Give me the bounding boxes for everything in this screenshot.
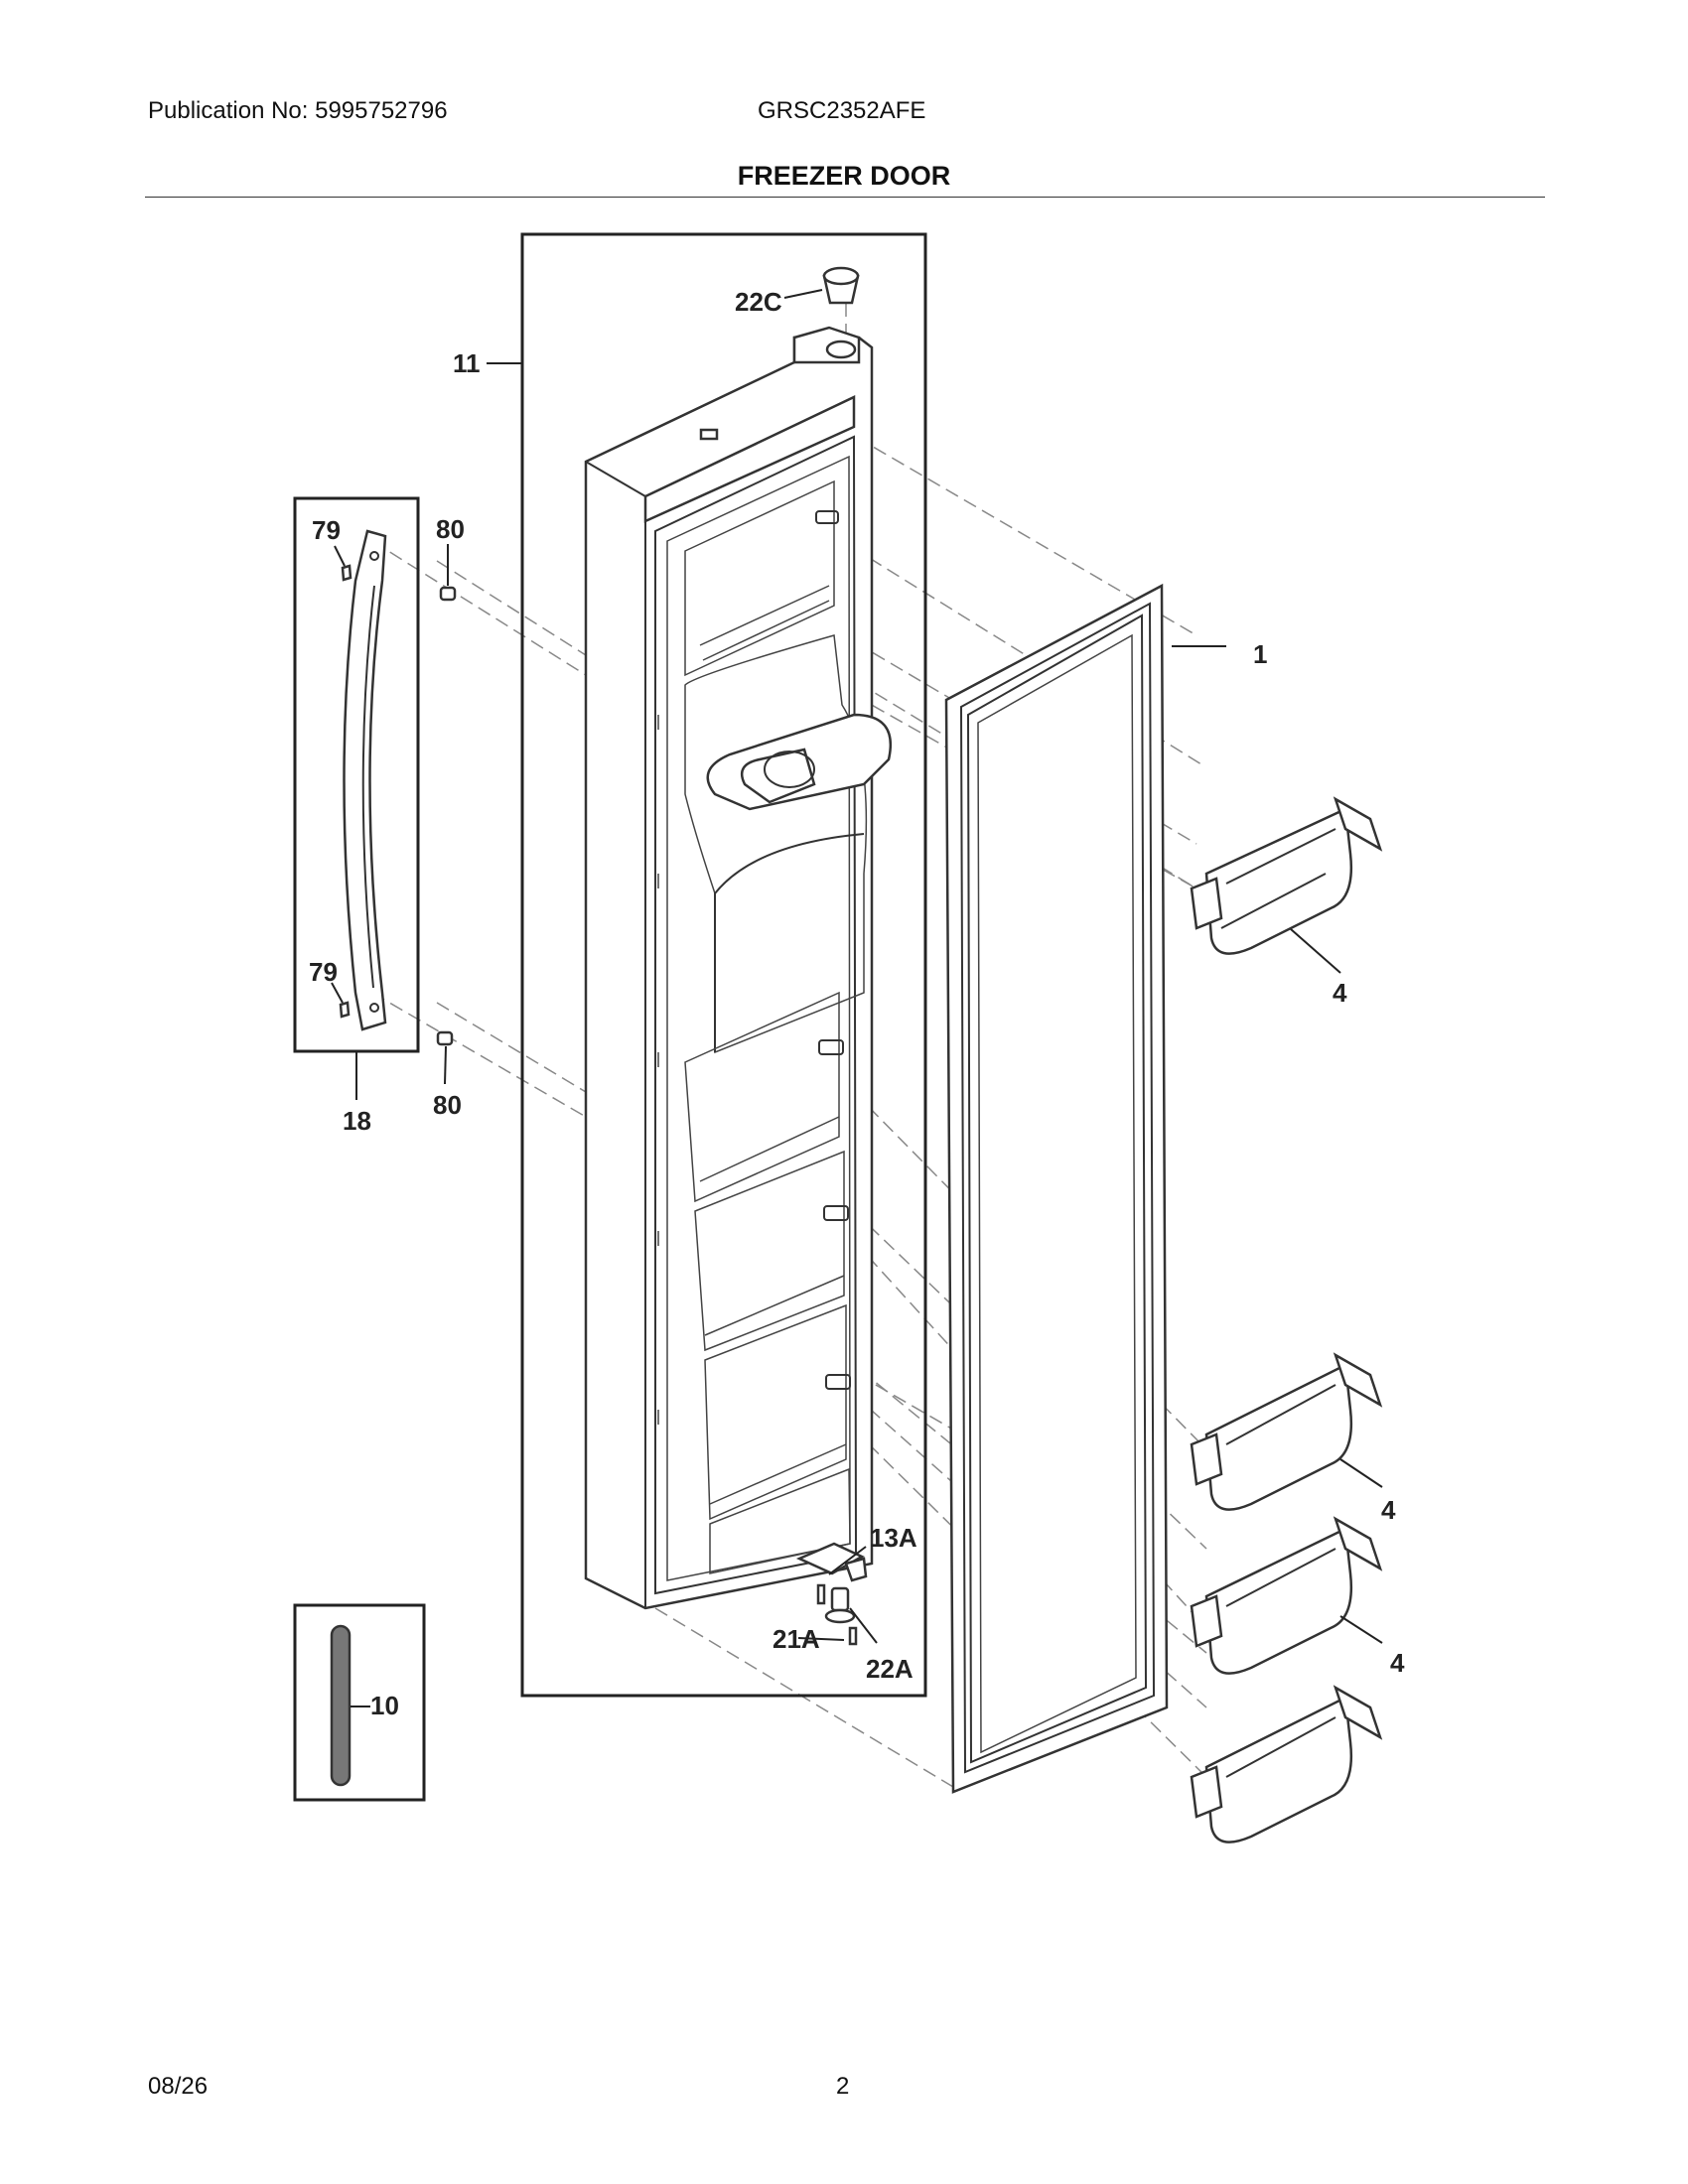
model-number: GRSC2352AFE [758, 97, 926, 124]
callout-4-c: 4 [1390, 1648, 1405, 1678]
page-number: 2 [836, 2073, 850, 2100]
callout-80-bottom: 80 [433, 1090, 462, 1120]
callout-21a: 21A [773, 1624, 820, 1654]
part-4-door-bin-3 [1190, 1516, 1383, 1675]
part-lower-hinge [795, 1542, 878, 1646]
footer-date: 08/26 [148, 2073, 209, 2100]
part-10-foam-tape [330, 1624, 370, 1787]
callout-4-b: 4 [1381, 1495, 1396, 1525]
callout-11: 11 [453, 348, 481, 378]
callout-1: 1 [1253, 639, 1267, 669]
door-liner [584, 326, 892, 1610]
callout-22c: 22C [735, 287, 782, 317]
callout-10: 10 [370, 1691, 399, 1720]
callout-80-top: 80 [436, 514, 465, 544]
part-4-door-bin-2 [1190, 1352, 1383, 1511]
callout-13a: 13A [870, 1523, 917, 1553]
callout-18: 18 [343, 1106, 371, 1136]
page-title: FREEZER DOOR [737, 161, 951, 191]
callout-79-bottom: 79 [309, 957, 338, 987]
header-divider [145, 197, 1545, 198]
part-18-handle [331, 529, 387, 1031]
callout-4-a: 4 [1333, 978, 1347, 1008]
part-1-door-gasket [944, 583, 1226, 1794]
part-80-screws [436, 544, 457, 1085]
foam-tape-box [293, 1603, 426, 1802]
part-22c-bushing [783, 266, 860, 305]
callout-22a: 22A [866, 1654, 914, 1684]
part-4-door-bin-1 [1190, 796, 1383, 974]
part-4-door-bin-4 [1190, 1685, 1383, 1843]
publication-number: Publication No: 5995752796 [148, 97, 448, 124]
door-assembly-box [520, 232, 927, 1698]
callout-79-top: 79 [312, 515, 341, 545]
